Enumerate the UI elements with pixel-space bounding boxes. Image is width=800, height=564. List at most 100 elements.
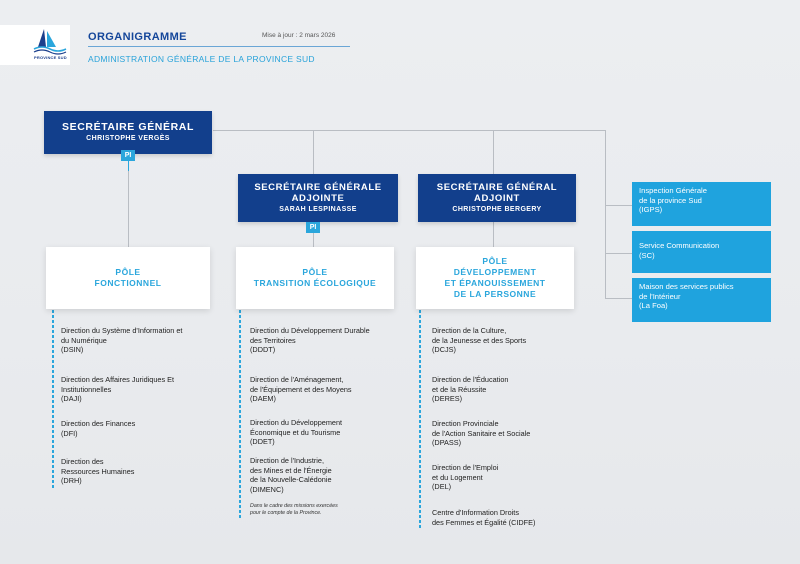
- adjoint-name: CHRISTOPHE BERGERY: [452, 206, 542, 213]
- service-line: Service Communication: [639, 241, 720, 250]
- direction-line: et du Logement: [432, 472, 483, 482]
- sg-name: CHRISTOPHE VERGÈS: [86, 135, 170, 142]
- direction-daji: Direction des Affaires Juridiques Et Ins…: [61, 375, 174, 404]
- direction-line: des Mines et de l'Énergie: [250, 465, 332, 475]
- adjointe-pi-badge: PI: [306, 222, 320, 233]
- connector-services: [605, 130, 606, 298]
- direction-line: Direction du Développement: [250, 418, 343, 427]
- direction-line: Centre d'Information Droits: [432, 508, 519, 517]
- direction-line: Économique et du Tourisme: [250, 427, 341, 437]
- header-divider: [88, 46, 350, 47]
- direction-acronym: (DDET): [250, 437, 275, 447]
- direction-line: Institutionnelles: [61, 384, 112, 394]
- direction-deres: Direction de l'Éducation et de la Réussi…: [432, 375, 508, 404]
- service-line: de l'Intérieur: [639, 291, 681, 301]
- direction-line: des Femmes et Égalité (CIDFE): [432, 517, 536, 527]
- adjoint-title-1: SECRÉTAIRE GÉNÉRAL: [436, 182, 558, 193]
- pole-1-line-1: PÔLE: [115, 267, 141, 277]
- page-subtitle: ADMINISTRATION GÉNÉRALE DE LA PROVINCE S…: [88, 54, 315, 64]
- direction-line: de la Jeunesse et des Sports: [432, 335, 527, 345]
- direction-dimenc: Direction de l'Industrie, des Mines et d…: [250, 456, 332, 494]
- adjointe-box: SECRÉTAIRE GÉNÉRALE ADJOINTE SARAH LESPI…: [238, 174, 398, 222]
- direction-acronym: (DRH): [61, 476, 82, 486]
- direction-line: de l'Équipement et des Moyens: [250, 384, 352, 394]
- service-igps: Inspection Générale de la province Sud (…: [632, 182, 771, 226]
- adjointe-title-1: SECRÉTAIRE GÉNÉRALE: [254, 182, 382, 193]
- pole-3-line-2: DÉVELOPPEMENT: [453, 267, 537, 277]
- direction-line: Ressources Humaines: [61, 466, 135, 476]
- direction-acronym: (DPASS): [432, 438, 462, 448]
- direction-dsin: Direction du Système d'Information et du…: [61, 326, 182, 355]
- direction-line: Direction des Finances: [61, 419, 136, 428]
- dimenc-note: Dans le cadre des missions exercées pour…: [250, 503, 338, 516]
- dash-line-pole-1: [52, 310, 54, 488]
- direction-acronym: (DCJS): [432, 345, 456, 355]
- service-acronym: (IGPS): [639, 205, 663, 215]
- connector-pole-3: [493, 222, 494, 247]
- pole-2-line-2: TRANSITION ÉCOLOGIQUE: [253, 278, 377, 288]
- adjointe-title-2: ADJOINTE: [291, 193, 345, 204]
- update-date: Mise à jour : 2 mars 2026: [262, 32, 336, 39]
- page-title: ORGANIGRAMME: [88, 31, 187, 43]
- service-communication: Service Communication (SC): [632, 231, 771, 273]
- sg-pi-badge: PI: [121, 150, 135, 161]
- direction-acronym: (DDDT): [250, 345, 276, 355]
- direction-line: Direction des Affaires Juridiques Et: [61, 375, 175, 384]
- secretaire-general-box: SECRÉTAIRE GÉNÉRAL CHRISTOPHE VERGÈS: [44, 111, 212, 154]
- connector-igps: [605, 205, 632, 206]
- service-line: de la province Sud: [639, 195, 702, 205]
- logo-text: PROVINCE SUD: [34, 55, 67, 60]
- pole-2-line-1: PÔLE: [302, 267, 328, 277]
- direction-line: de l'Action Sanitaire et Sociale: [432, 428, 531, 438]
- pole-1-line-2: FONCTIONNEL: [94, 278, 162, 288]
- direction-cidfe: Centre d'Information Droits des Femmes e…: [432, 508, 535, 527]
- service-maison-services-publics: Maison des services publics de l'Intérie…: [632, 278, 771, 322]
- direction-acronym: (DIMENC): [250, 484, 284, 494]
- pole-3-line-4: DE LA PERSONNE: [453, 289, 537, 299]
- connector-sc: [605, 253, 632, 254]
- direction-dcjs: Direction de la Culture, de la Jeunesse …: [432, 326, 526, 355]
- pole-transition-ecologique: PÔLE TRANSITION ÉCOLOGIQUE: [236, 247, 394, 309]
- direction-dfi: Direction des Finances (DFI): [61, 419, 135, 438]
- adjoint-title-2: ADJOINT: [474, 193, 520, 204]
- adjoint-box: SECRÉTAIRE GÉNÉRAL ADJOINT CHRISTOPHE BE…: [418, 174, 576, 222]
- connector-top: [213, 130, 605, 131]
- dash-line-pole-2: [239, 310, 241, 518]
- service-acronym: (SC): [639, 250, 655, 260]
- direction-acronym: (DFI): [61, 428, 78, 438]
- direction-drh: Direction des Ressources Humaines (DRH): [61, 457, 134, 486]
- direction-dpass: Direction Provinciale de l'Action Sanita…: [432, 419, 530, 448]
- direction-ddet: Direction du Développement Économique et…: [250, 418, 342, 447]
- direction-line: Direction de l'Aménagement,: [250, 375, 344, 384]
- connector-pole-2: [313, 233, 314, 247]
- direction-line: Direction Provinciale: [432, 419, 499, 428]
- direction-line: Direction du Système d'Information et: [61, 326, 183, 335]
- direction-line: Direction de l'Éducation: [432, 375, 509, 384]
- service-line: Inspection Générale: [639, 186, 707, 195]
- direction-line: de la Nouvelle-Calédonie: [250, 475, 332, 485]
- pole-developpement-personne: PÔLE DÉVELOPPEMENT ET ÉPANOUISSEMENT DE …: [416, 247, 574, 309]
- note-line: Dans le cadre des missions exercées: [250, 503, 338, 509]
- connector-foa: [605, 298, 632, 299]
- direction-acronym: (DEL): [432, 482, 452, 492]
- connector-sg-badge: [128, 161, 129, 171]
- pole-3-line-1: PÔLE: [482, 256, 508, 266]
- sg-title: SECRÉTAIRE GÉNÉRAL: [62, 121, 194, 133]
- direction-line: Direction de la Culture,: [432, 326, 507, 335]
- direction-dddt: Direction du Développement Durable des T…: [250, 326, 370, 355]
- direction-line: et de la Réussite: [432, 384, 487, 394]
- service-acronym: (La Foa): [639, 301, 668, 311]
- note-line: pour le compte de la Province.: [250, 509, 322, 516]
- connector-adjointe: [313, 130, 314, 174]
- province-sud-logo-icon: [33, 29, 67, 55]
- dash-line-pole-3: [419, 310, 421, 528]
- direction-acronym: (DAEM): [250, 394, 276, 404]
- pole-3-line-3: ET ÉPANOUISSEMENT: [444, 278, 546, 288]
- pole-fonctionnel: PÔLE FONCTIONNEL: [46, 247, 210, 309]
- direction-del: Direction de l'Emploi et du Logement (DE…: [432, 463, 498, 492]
- direction-line: du Numérique: [61, 335, 107, 345]
- connector-pole-1: [128, 171, 129, 247]
- direction-line: Direction de l'Emploi: [432, 463, 499, 472]
- direction-line: Direction des: [61, 457, 104, 466]
- direction-acronym: (DERES): [432, 394, 462, 404]
